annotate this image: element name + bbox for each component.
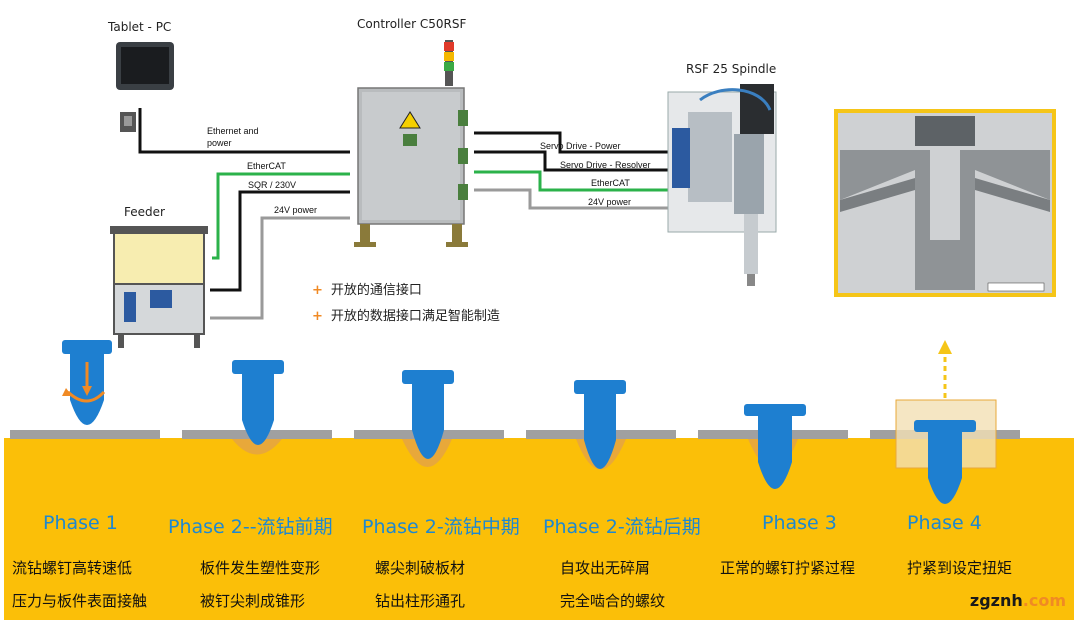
bullet-item: +开放的数据接口满足智能制造 <box>312 309 500 324</box>
cross-section-callout <box>834 109 1056 297</box>
wire-sqr-230v <box>210 190 350 292</box>
phase-1-desc-2: 压力与板件表面接触 <box>12 592 148 610</box>
wire-ethernet-label: Ethernet and power <box>207 126 259 148</box>
wire-sqr-label: SQR / 230V <box>248 180 297 190</box>
signal-tower-icon <box>444 40 454 86</box>
screw-phase-2a <box>232 360 284 445</box>
controller-label: Controller C50RSF <box>357 17 467 31</box>
wire-servo-resolver <box>474 150 672 172</box>
phase-2c-title: Phase 2-流钻后期 <box>543 516 701 538</box>
phase-4-title: Phase 4 <box>907 512 982 534</box>
controller-cabinet-icon <box>354 87 468 247</box>
screw-phase-3 <box>744 404 806 489</box>
screw-phase-2c <box>574 380 626 469</box>
lift-arrow-icon <box>938 340 952 398</box>
wire-ethernet-power <box>138 108 350 154</box>
wire-24v-right <box>474 188 672 210</box>
phase-1-title: Phase 1 <box>43 512 118 534</box>
bullet-text: 开放的数据接口满足智能制造 <box>330 309 500 324</box>
feeder-icon <box>110 226 208 348</box>
wire-servo-power <box>474 131 672 154</box>
screw-phase-4 <box>895 399 997 504</box>
phase-2c-desc-2: 完全啮合的螺纹 <box>560 592 666 610</box>
phase-2b-title: Phase 2-流钻中期 <box>362 516 520 538</box>
wire-24v-left <box>210 216 350 320</box>
spindle-label: RSF 25 Spindle <box>686 62 777 76</box>
wire-ethercat-left-label: EtherCAT <box>247 161 286 171</box>
watermark-suffix: .com <box>1022 591 1066 610</box>
tablet-label: Tablet - PC <box>108 20 172 34</box>
wire-servo-resolver-label: Servo Drive - Resolver <box>560 160 651 170</box>
tablet-icon <box>116 42 174 132</box>
phase-2b-desc-1: 螺尖刺破板材 <box>375 559 466 577</box>
phase-2a-title: Phase 2--流钻前期 <box>168 516 333 538</box>
bullet-text: 开放的通信接口 <box>330 283 422 298</box>
phase-4-desc-1: 拧紧到设定扭矩 <box>907 559 1013 577</box>
phase-3-title: Phase 3 <box>762 512 837 534</box>
sheet-phase-1 <box>10 430 160 439</box>
spindle-icon <box>667 84 777 286</box>
sheet-deform-2a <box>232 439 282 455</box>
wire-ethercat-left <box>212 172 350 260</box>
phase-2c-desc-1: 自攻出无碎屑 <box>560 559 651 577</box>
wire-24v-left-label: 24V power <box>274 205 318 215</box>
wire-ethercat-right-label: EtherCAT <box>591 178 630 188</box>
screw-phase-2b <box>402 370 454 459</box>
bullet-item: +开放的通信接口 <box>312 283 422 298</box>
rotation-arrow-icon <box>62 362 106 403</box>
wire-24v-right-label: 24V power <box>588 197 632 207</box>
phase-1-desc-1: 流钻螺钉高转速低 <box>12 559 133 577</box>
watermark-prefix: zgznh <box>969 591 1023 610</box>
phase-2b-desc-2: 钻出柱形通孔 <box>375 592 466 610</box>
watermark: zgznh.com <box>970 591 1066 610</box>
wire-servo-power-label: Servo Drive - Power <box>540 141 621 151</box>
phase-2a-desc-1: 板件发生塑性变形 <box>200 559 321 577</box>
wire-ethercat-right <box>474 170 672 192</box>
phase-2a-desc-2: 被钉尖刺成锥形 <box>200 592 306 610</box>
feeder-label: Feeder <box>124 205 165 219</box>
phase-3-desc-1: 正常的螺钉拧紧过程 <box>720 559 856 577</box>
